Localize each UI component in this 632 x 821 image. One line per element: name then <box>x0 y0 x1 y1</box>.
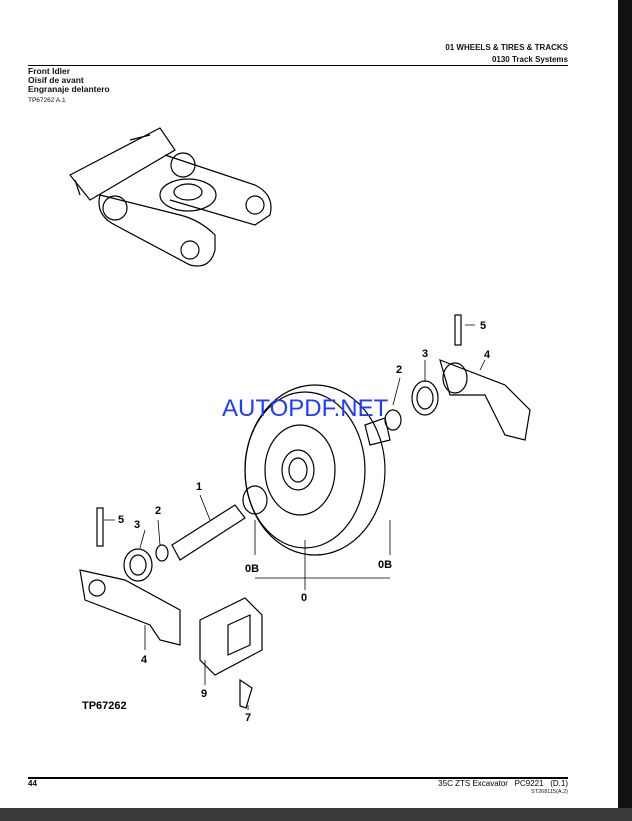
callout-0b-right: 0B <box>378 559 392 571</box>
viewer-edge <box>618 0 632 821</box>
header-rule <box>28 65 568 66</box>
callout-0b-left: 0B <box>245 563 259 575</box>
callout-4-left: 4 <box>141 654 148 666</box>
callout-3-right: 3 <box>422 348 428 360</box>
title-es: Engranaje delantero <box>28 84 110 94</box>
callout-2-left: 2 <box>155 505 161 517</box>
footer-code: ST268115(A.2) <box>531 789 568 795</box>
callout-9: 9 <box>201 688 207 700</box>
watermark: AUTOPDF.NET <box>222 395 389 422</box>
callout-7: 7 <box>245 712 251 724</box>
right-idler-parts <box>364 314 531 446</box>
overview-machine-drawing <box>69 127 272 267</box>
callout-1: 1 <box>196 481 202 493</box>
catalog-page: 01 WHEELS & TIRES & TRACKS 0130 Track Sy… <box>0 0 618 808</box>
footer-rule <box>28 777 568 779</box>
title-fr: Oisif de avant <box>28 75 84 85</box>
callout-4-right: 4 <box>484 349 491 361</box>
section-header: 01 WHEELS & TIRES & TRACKS <box>445 43 568 52</box>
callout-0: 0 <box>301 592 307 604</box>
callout-2-right: 2 <box>396 364 402 376</box>
footer-model: 35C ZTS Excavator PC9221 (D.1) <box>438 779 568 788</box>
callout-3-left: 3 <box>134 519 140 531</box>
parts-illustration: 5 3 2 1 0B 0B 0 4 9 7 5 3 4 2 <box>69 127 531 724</box>
callout-5-left: 5 <box>118 514 124 526</box>
callout-5-right: 5 <box>480 320 486 332</box>
figure-ref: TP67262 A.1 <box>28 97 66 104</box>
viewer-bottom <box>0 808 632 821</box>
leader-lines <box>104 324 486 710</box>
idler-wheel-drawing <box>244 384 386 556</box>
subsection-header: 0130 Track Systems <box>491 55 568 64</box>
title-en: Front Idler <box>28 66 71 76</box>
page-number: 44 <box>28 779 37 788</box>
figure-label: TP67262 <box>82 700 127 712</box>
left-idler-parts <box>79 485 268 709</box>
